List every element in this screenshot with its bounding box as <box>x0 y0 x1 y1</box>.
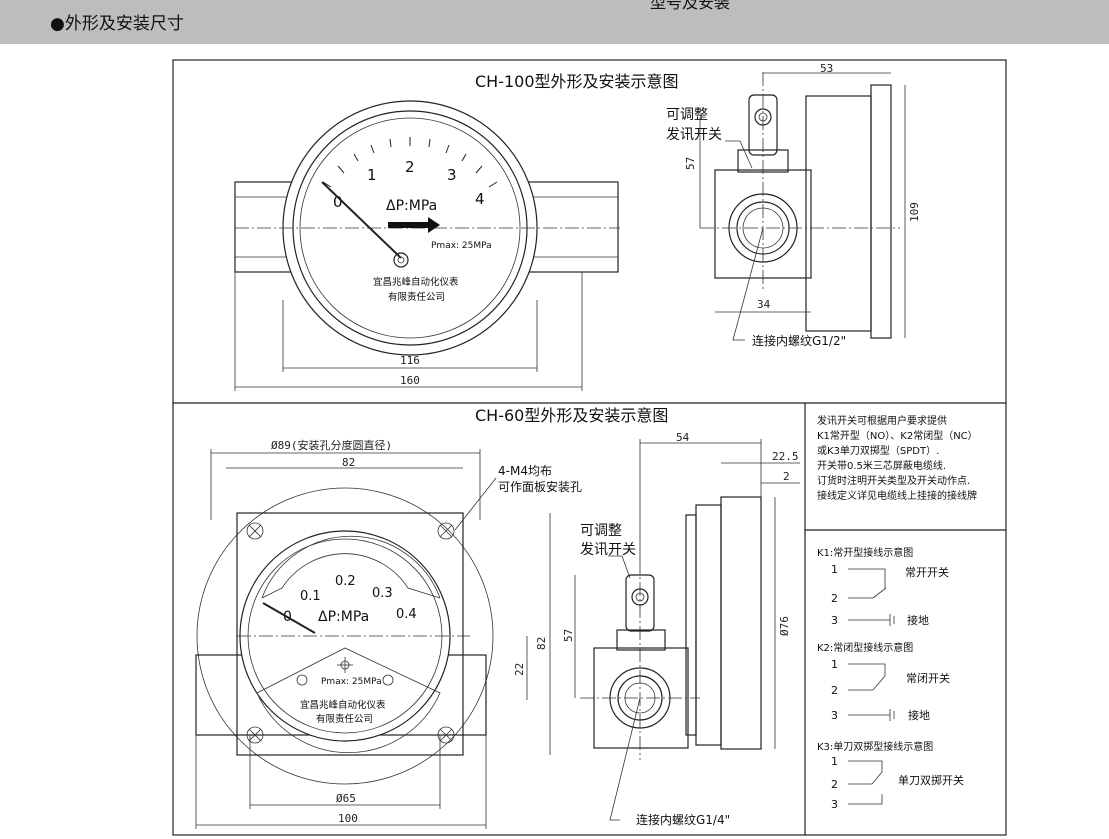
ch100-pmax: Pmax: 25MPa <box>431 241 492 251</box>
ch60-switch-label-1: 可调整 <box>580 523 622 539</box>
ch100-dim-160: 160 <box>400 374 420 387</box>
ch100-thread-label: 连接内螺纹G1/2" <box>752 333 846 348</box>
ch60-dim-65: Ø65 <box>336 792 356 805</box>
k2-switch-label: 常闭开关 <box>906 671 950 685</box>
note-line-1: 发讯开关可根据用户要求提供 <box>817 414 947 427</box>
k3-title: K3:单刀双掷型接线示意图 <box>817 740 933 753</box>
k2-pin-3: 3 <box>831 709 838 722</box>
ch60-dim-82-vertical: 82 <box>535 637 548 650</box>
ch60-tick-2: 0.2 <box>335 574 356 589</box>
ch60-mount-holes <box>246 522 455 744</box>
ch100-maker-line2: 有限责任公司 <box>388 291 445 303</box>
ch100-dim-116: 116 <box>400 354 420 367</box>
ch60-switch-label-2: 发讯开关 <box>580 542 636 558</box>
ch60-dim-100: 100 <box>338 812 358 825</box>
ch60-dial-lower <box>256 647 441 754</box>
wiring-k3: K3:单刀双掷型接线示意图 1 2 3 单刀双掷开关 <box>817 740 964 811</box>
section-header: 型号及安装 ●外形及安装尺寸 <box>0 0 1109 44</box>
ch100-unit-label: ΔP:MPa <box>386 198 437 214</box>
note-line-4: 开关带0.5米三芯屏蔽电缆线. <box>817 459 946 472</box>
k1-pin-3: 3 <box>831 614 838 627</box>
ch100-pointer-hub <box>393 252 409 268</box>
k2-title: K2:常闭型接线示意图 <box>817 641 913 654</box>
note-line-6: 接线定义详见电缆线上挂接的接线牌 <box>817 489 977 502</box>
ch60-mount-label-2: 可作面板安装孔 <box>498 479 582 494</box>
k2-ground-label: 接地 <box>908 709 930 722</box>
ch60-dim-89: Ø89(安装孔分度圆直径) <box>271 438 392 452</box>
ch60-unit-label: ΔP:MPa <box>318 609 369 625</box>
ch60-title: CH-60型外形及安装示意图 <box>475 406 668 425</box>
note-line-2: K1常开型（NO）、K2常闭型（NC） <box>817 429 978 442</box>
ch100-maker-line1: 宜昌兆峰自动化仪表 <box>373 276 459 288</box>
ch60-dim-54: 54 <box>676 431 690 444</box>
ch60-dim-22-5: 22.5 <box>772 450 799 463</box>
ch60-maker-line1: 宜昌兆峰自动化仪表 <box>300 699 386 711</box>
ch100-gauge-case <box>805 95 872 332</box>
k1-pin-2: 2 <box>831 592 838 605</box>
ch100-tick-4: 4 <box>475 190 485 208</box>
ch60-side-view: 可调整 发讯开关 54 22.5 2 57 Ø76 连接内螺纹G1/4" <box>562 431 800 827</box>
ch100-pointer <box>321 181 402 259</box>
ch100-dim-109: 109 <box>908 202 921 222</box>
ch100-dim-53: 53 <box>820 62 833 75</box>
k2-pin-2: 2 <box>831 684 838 697</box>
ch100-tick-1: 1 <box>367 166 377 184</box>
k1-pin-1: 1 <box>831 563 838 576</box>
ch100-switch-label-1: 可调整 <box>666 107 708 123</box>
k3-switch-label: 单刀双掷开关 <box>898 773 964 787</box>
wiring-k1: K1:常开型接线示意图 1 2 3 常开开关 接地 <box>817 546 949 627</box>
ch100-dim-57: 57 <box>684 157 697 170</box>
ch100-front-view: CH-100型外形及安装示意图 0 1 2 3 4 ΔP:MPa Pmax: 2… <box>234 72 679 391</box>
ch60-dim-57: 57 <box>562 629 575 642</box>
ch60-tick-3: 0.3 <box>372 586 393 601</box>
switch-notes: 发讯开关可根据用户要求提供 K1常开型（NO）、K2常闭型（NC） 或K3单刀双… <box>817 414 978 502</box>
ch100-switch-label-2: 发讯开关 <box>666 127 722 143</box>
wiring-k2: K2:常闭型接线示意图 1 2 3 常闭开关 接地 <box>817 641 950 722</box>
ch60-mount-circle <box>196 487 494 785</box>
ch60-dim-22: 22 <box>513 663 526 676</box>
note-line-3: 或K3单刀双掷型（SPDT）. <box>817 444 939 457</box>
ch60-thread-label: 连接内螺纹G1/4" <box>636 812 730 827</box>
ch60-pmax: Pmax: 25MPa <box>321 677 382 687</box>
ch100-title: CH-100型外形及安装示意图 <box>475 72 679 91</box>
ch60-tick-4: 0.4 <box>396 607 417 622</box>
ch60-tick-1: 0.1 <box>300 589 321 604</box>
k1-switch-label: 常开开关 <box>905 565 949 579</box>
flow-arrow-icon <box>388 217 440 233</box>
ch60-dim-76: Ø76 <box>778 616 791 636</box>
ch60-maker-line2: 有限责任公司 <box>316 713 373 725</box>
k1-title: K1:常开型接线示意图 <box>817 546 913 559</box>
ch100-tick-3: 3 <box>447 166 457 184</box>
k3-pin-2: 2 <box>831 778 838 791</box>
ch100-side-view: 可调整 发讯开关 53 57 109 34 连接内螺纹G1/2" <box>666 62 921 348</box>
ch100-tick-0: 0 <box>333 193 343 211</box>
ch100-tick-2: 2 <box>405 158 415 176</box>
k3-pin-3: 3 <box>831 798 838 811</box>
ch60-dim-2: 2 <box>783 470 790 483</box>
ch60-gauge-case <box>695 504 722 746</box>
ch60-front-view: CH-60型外形及安装示意图 0 0.1 0.2 0.3 0.4 ΔP:MPa … <box>195 406 668 829</box>
ch100-dim-34: 34 <box>757 298 771 311</box>
ch60-pointer <box>262 602 316 634</box>
section-title: ●外形及安装尺寸 <box>50 14 184 34</box>
ch60-mount-label-1: 4-M4均布 <box>498 464 552 478</box>
k3-pin-1: 1 <box>831 755 838 768</box>
k1-ground-label: 接地 <box>907 614 929 627</box>
drawing-frame <box>172 59 1007 836</box>
ch100-scale-ticks <box>322 137 498 188</box>
ch60-dim-82: 82 <box>342 456 355 469</box>
ch60-face-plate <box>236 512 464 756</box>
clipped-heading: 型号及安装 <box>650 0 731 12</box>
note-line-5: 订货时注明开关类型及开关动作点. <box>817 474 970 487</box>
k2-pin-1: 1 <box>831 658 838 671</box>
